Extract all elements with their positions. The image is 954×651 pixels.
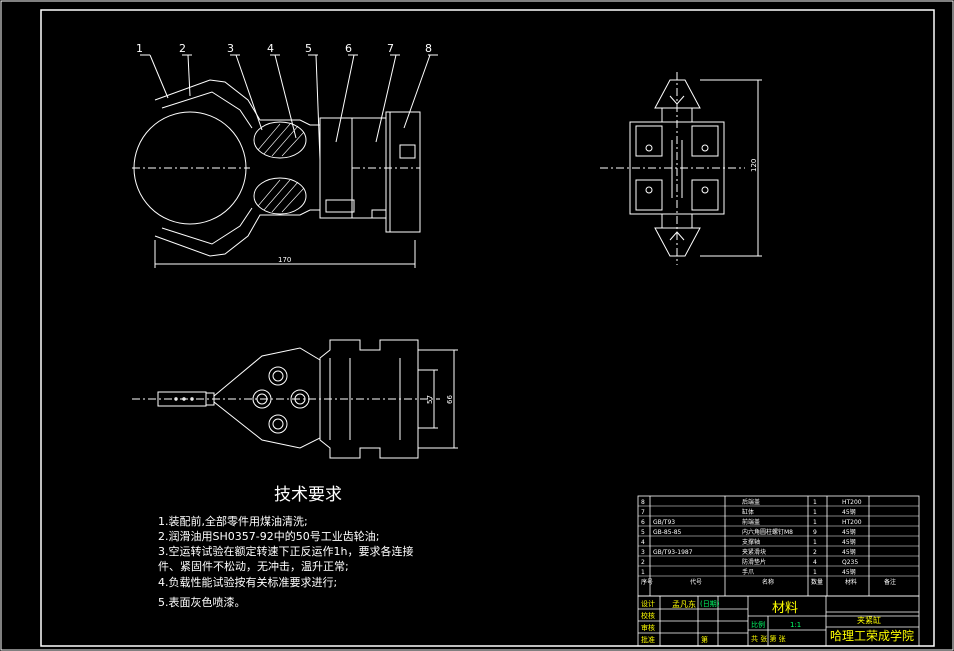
bom-cell-name: 防滑垫片 <box>742 558 766 566</box>
bom-cell-no: 2 <box>641 559 645 566</box>
bom-header-qty: 数量 <box>811 578 823 586</box>
bom-cell-qty: 2 <box>813 549 817 556</box>
part-label-2: 2 <box>179 42 186 55</box>
part-label-4: 4 <box>267 42 274 55</box>
front-view <box>132 54 438 268</box>
bom-cell-name: 内六角圆柱螺钉M8 <box>742 528 793 536</box>
bom-cell-no: 1 <box>641 569 645 576</box>
dim-120: 120 <box>750 159 758 172</box>
tech-note-3: 3.空运转试验在额定转速下正反运作1h，要求各连接 <box>158 544 413 558</box>
bom-header-note: 备注 <box>884 578 896 586</box>
bom-cell-code: GB/T93 <box>653 519 675 526</box>
part-label-7: 7 <box>387 42 394 55</box>
bom-cell-name: 后端盖 <box>742 498 760 506</box>
material-label: 材料 <box>772 601 798 616</box>
tech-note-4: 件、紧固件不松动，无冲击，温升正常; <box>158 559 349 573</box>
bom-cell-material: HT200 <box>842 499 862 506</box>
part-labels: 1 2 3 4 5 6 7 8 <box>136 42 432 55</box>
bom-cell-name: 夹紧滑块 <box>742 548 766 556</box>
school-name: 哈理工荣成学院 <box>830 628 914 643</box>
bom-cell-material: 45钢 <box>842 538 856 546</box>
bom-cell-no: 7 <box>641 509 645 516</box>
tech-title: 技术要求 <box>274 485 342 505</box>
bom-header-code: 代号 <box>690 578 702 586</box>
bom-cell-no: 6 <box>641 519 645 526</box>
bom-cell-name: 支撑轴 <box>742 538 760 546</box>
dim-170: 170 <box>278 256 291 264</box>
bom-header-material: 材料 <box>845 578 857 586</box>
part-leaders <box>140 54 438 161</box>
bom-cell-no: 8 <box>641 499 645 506</box>
title-block-text: 设计 孟凡东 (日期) 校核 审核 批准 第 材料 比例 1:1 共 张 第 张… <box>641 599 914 644</box>
drawing-name: 夹紧缸 <box>857 615 881 625</box>
bom-cell-qty: 1 <box>813 499 817 506</box>
bom-cell-material: 45钢 <box>842 508 856 516</box>
audit-label: 审核 <box>641 623 655 632</box>
bom-cell-no: 3 <box>641 549 645 556</box>
design-label: 设计 <box>641 599 655 608</box>
bom-cell-qty: 1 <box>813 569 817 576</box>
bom-cell-name: 前端盖 <box>742 518 760 526</box>
bom-cell-material: 45钢 <box>842 568 856 576</box>
bom-cell-no: 4 <box>641 539 645 546</box>
dim-57: 57 <box>426 395 434 404</box>
bom-cell-qty: 9 <box>813 529 817 536</box>
bom-cell-material: Q235 <box>842 559 858 566</box>
side-view <box>600 72 762 265</box>
approve-label: 批准 <box>641 635 655 644</box>
part-label-6: 6 <box>345 42 352 55</box>
bom-cell-name: 手爪 <box>742 568 754 576</box>
page-label: 第 <box>701 635 708 644</box>
check-label: 校核 <box>641 611 655 620</box>
bom-cell-name: 缸体 <box>742 508 754 516</box>
tech-note-6: 5.表面灰色喷漆。 <box>158 595 246 609</box>
bom-cell-qty: 1 <box>813 539 817 546</box>
part-label-3: 3 <box>227 42 234 55</box>
bom-cell-qty: 4 <box>813 559 817 566</box>
bom-cell-material: HT200 <box>842 519 862 526</box>
bom-cell-code: GB/T93-1987 <box>653 549 693 556</box>
sheet-text: 共 张 第 张 <box>751 634 786 643</box>
part-label-1: 1 <box>136 42 143 55</box>
bom-cell-qty: 1 <box>813 519 817 526</box>
dim-66: 66 <box>446 395 454 404</box>
scale-label: 比例 <box>751 620 765 629</box>
bom-cell-qty: 1 <box>813 509 817 516</box>
tech-note-1: 1.装配前,全部零件用煤油清洗; <box>158 514 308 528</box>
scale-value: 1:1 <box>790 621 801 629</box>
tech-note-5: 4.负载性能试验按有关标准要求进行; <box>158 575 337 589</box>
part-label-8: 8 <box>425 42 432 55</box>
inner-border <box>40 9 935 647</box>
tech-note-2: 2.润滑油用SH0357-92中的50号工业齿轮油; <box>158 529 379 543</box>
bom-cell-no: 5 <box>641 529 645 536</box>
bom-cell-material: 45钢 <box>842 528 856 536</box>
top-view <box>132 339 458 459</box>
title-block <box>637 595 920 647</box>
bom-header-name: 名称 <box>762 578 774 586</box>
design-date: (日期) <box>700 600 720 608</box>
designer-name: 孟凡东 <box>672 599 696 609</box>
bom-cell-material: 45钢 <box>842 548 856 556</box>
bom-header-no: 序号 <box>641 578 653 586</box>
bom-cell-code: GB-85-85 <box>653 529 682 536</box>
part-label-5: 5 <box>305 42 312 55</box>
